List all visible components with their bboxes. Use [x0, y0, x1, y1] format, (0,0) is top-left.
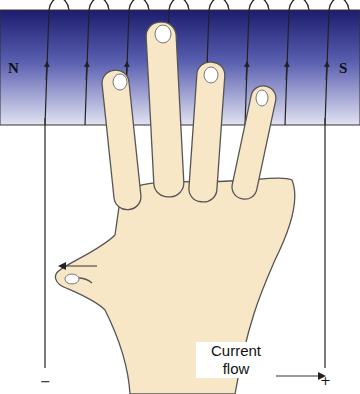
- current-direction-arrow: [286, 64, 288, 80]
- right-hand: [55, 21, 294, 394]
- current-direction-arrow: [246, 64, 248, 80]
- winding-front: [45, 10, 49, 125]
- left-wire: [44, 118, 45, 368]
- negative-terminal: −: [40, 374, 51, 389]
- winding-back: [89, 0, 109, 10]
- winding-back: [169, 0, 189, 10]
- current-direction-arrow: [86, 64, 88, 80]
- current-direction-arrow: [46, 64, 48, 80]
- winding-back: [129, 0, 149, 10]
- current-flow-label: Current flow: [196, 342, 276, 378]
- winding-back: [209, 0, 229, 10]
- winding-back: [289, 0, 309, 10]
- south-pole-label: S: [339, 60, 347, 77]
- winding-back: [49, 0, 69, 10]
- right-wire: [324, 118, 325, 368]
- positive-terminal: +: [320, 373, 331, 388]
- winding-front: [285, 10, 289, 125]
- thumb-arrow: [62, 265, 97, 266]
- current-arrow: [275, 375, 322, 376]
- winding-front: [325, 10, 329, 125]
- winding-front: [85, 10, 89, 125]
- current-direction-arrow: [326, 64, 328, 80]
- winding-back: [329, 0, 349, 10]
- north-pole-label: N: [8, 60, 19, 77]
- winding-back: [249, 0, 269, 10]
